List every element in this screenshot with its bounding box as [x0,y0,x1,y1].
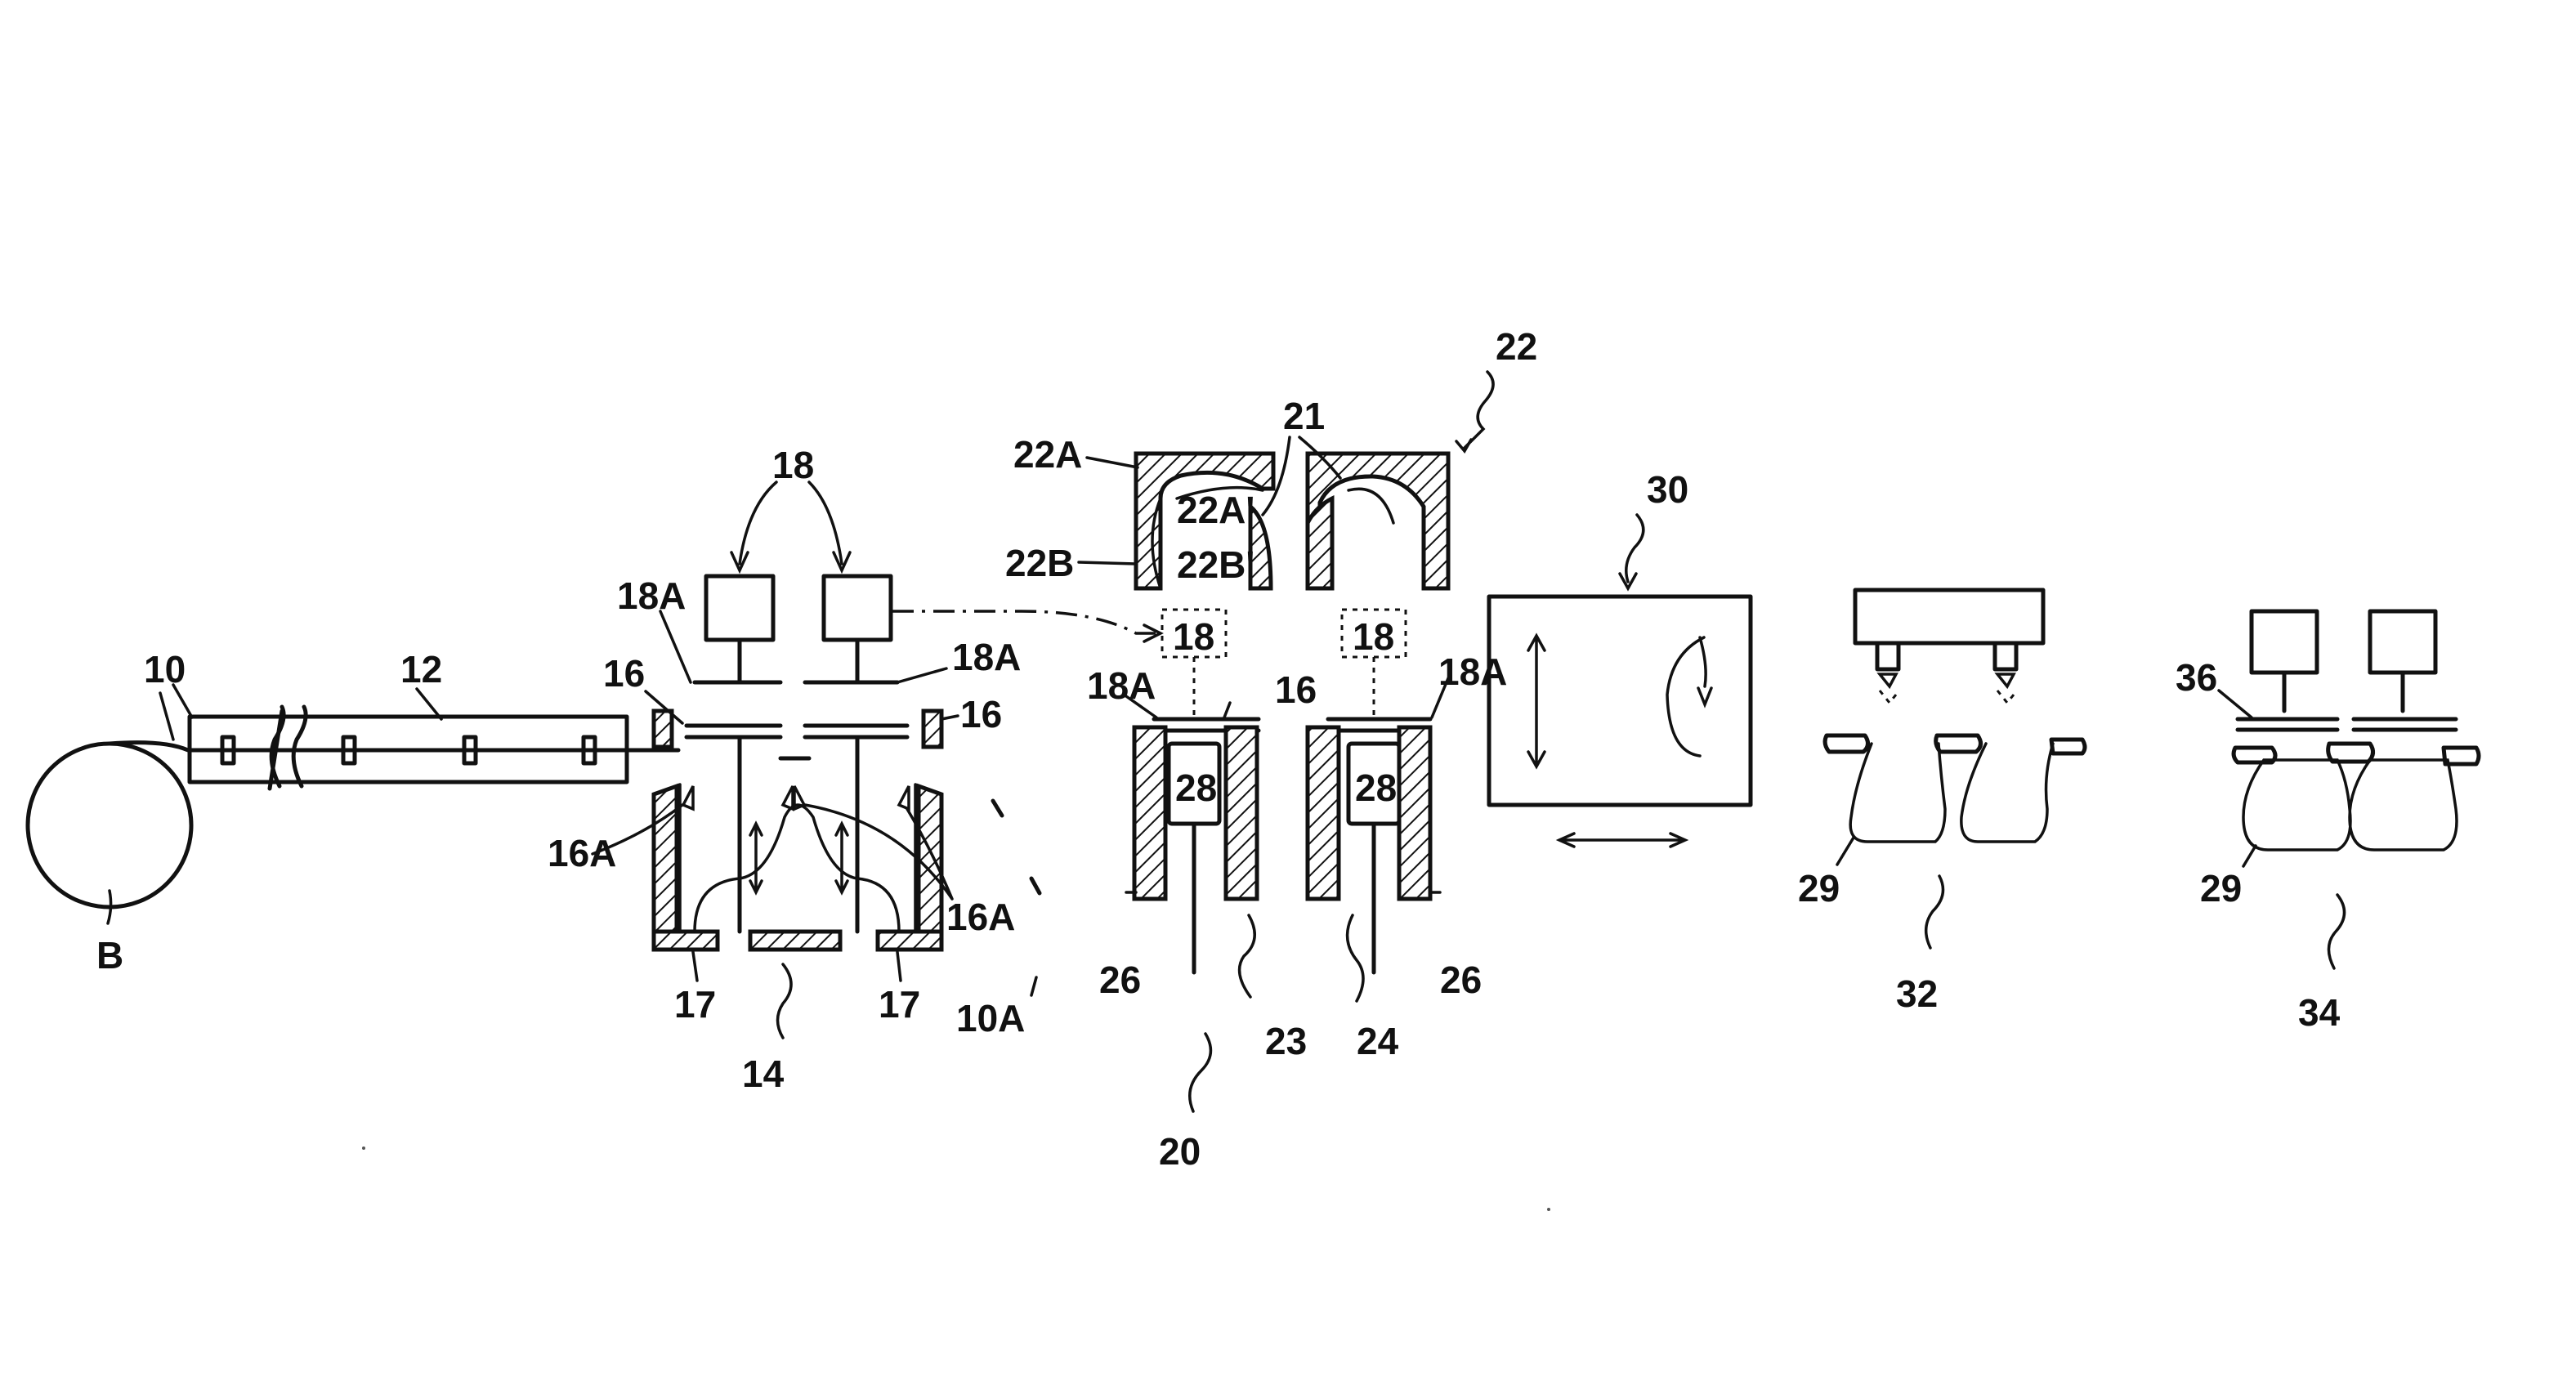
label-16-transfer: 16 [1275,668,1317,711]
label-14: 14 [742,1053,785,1095]
label-18-forming: 18 [772,444,814,486]
label-reel-B: B [96,934,123,977]
label-10A: 10A [956,997,1025,1039]
label-28-left: 28 [1175,767,1217,809]
label-26-right: 26 [1440,959,1482,1001]
label-29-sealing: 29 [2200,867,2242,910]
label-30: 30 [1647,468,1688,511]
label-22: 22 [1496,325,1537,368]
transfer-path-line [892,611,1159,633]
station-34 [2234,611,2479,850]
label-18A-right: 18A [952,636,1021,678]
station-32 [1825,590,2085,842]
label-18A-transfer-left: 18A [1087,664,1156,707]
label-16-right: 16 [960,693,1002,735]
label-17-left: 17 [674,983,716,1026]
label-18A-transfer-right: 18A [1438,650,1507,693]
heating-station [190,707,627,789]
label-17-right: 17 [879,983,920,1026]
label-16A-right: 16A [946,896,1015,938]
label-23: 23 [1265,1020,1307,1062]
label-18-transfer-right: 18 [1353,615,1394,658]
forming-station [654,576,1040,950]
label-16-left: 16 [603,652,645,695]
label-32-leader [1926,876,1943,948]
label-22-leader [1465,372,1493,448]
label-34-leader [2328,895,2344,968]
label-24-leader [1348,915,1363,1001]
label-36: 36 [2176,656,2217,699]
label-21: 21 [1283,395,1325,437]
label-22B-prime: 22B' [1177,543,1254,586]
label-29-filling: 29 [1798,867,1840,910]
label-20: 20 [1159,1130,1201,1173]
label-18-arrows [731,482,850,570]
film-reel [28,744,191,923]
label-18-transfer-left: 18 [1173,615,1214,658]
label-22B: 22B [1005,542,1074,584]
label-16A-left: 16A [548,832,616,874]
label-28-right: 28 [1355,767,1397,809]
label-12-leader [417,689,441,719]
label-32: 32 [1896,972,1938,1015]
label-34: 34 [2298,991,2341,1034]
label-22A: 22A [1013,433,1082,476]
label-23-leader [1240,915,1255,997]
label-10: 10 [144,648,186,691]
label-30-leader [1626,515,1644,582]
label-22A-prime: 22A' [1177,489,1254,531]
station-30 [1489,597,1751,847]
label-12: 12 [400,648,442,691]
label-24: 24 [1357,1020,1399,1062]
label-26-left: 26 [1099,959,1141,1001]
mold-22-right [1308,454,1448,588]
label-20-leader [1190,1034,1211,1111]
label-18A-left: 18A [617,574,686,617]
